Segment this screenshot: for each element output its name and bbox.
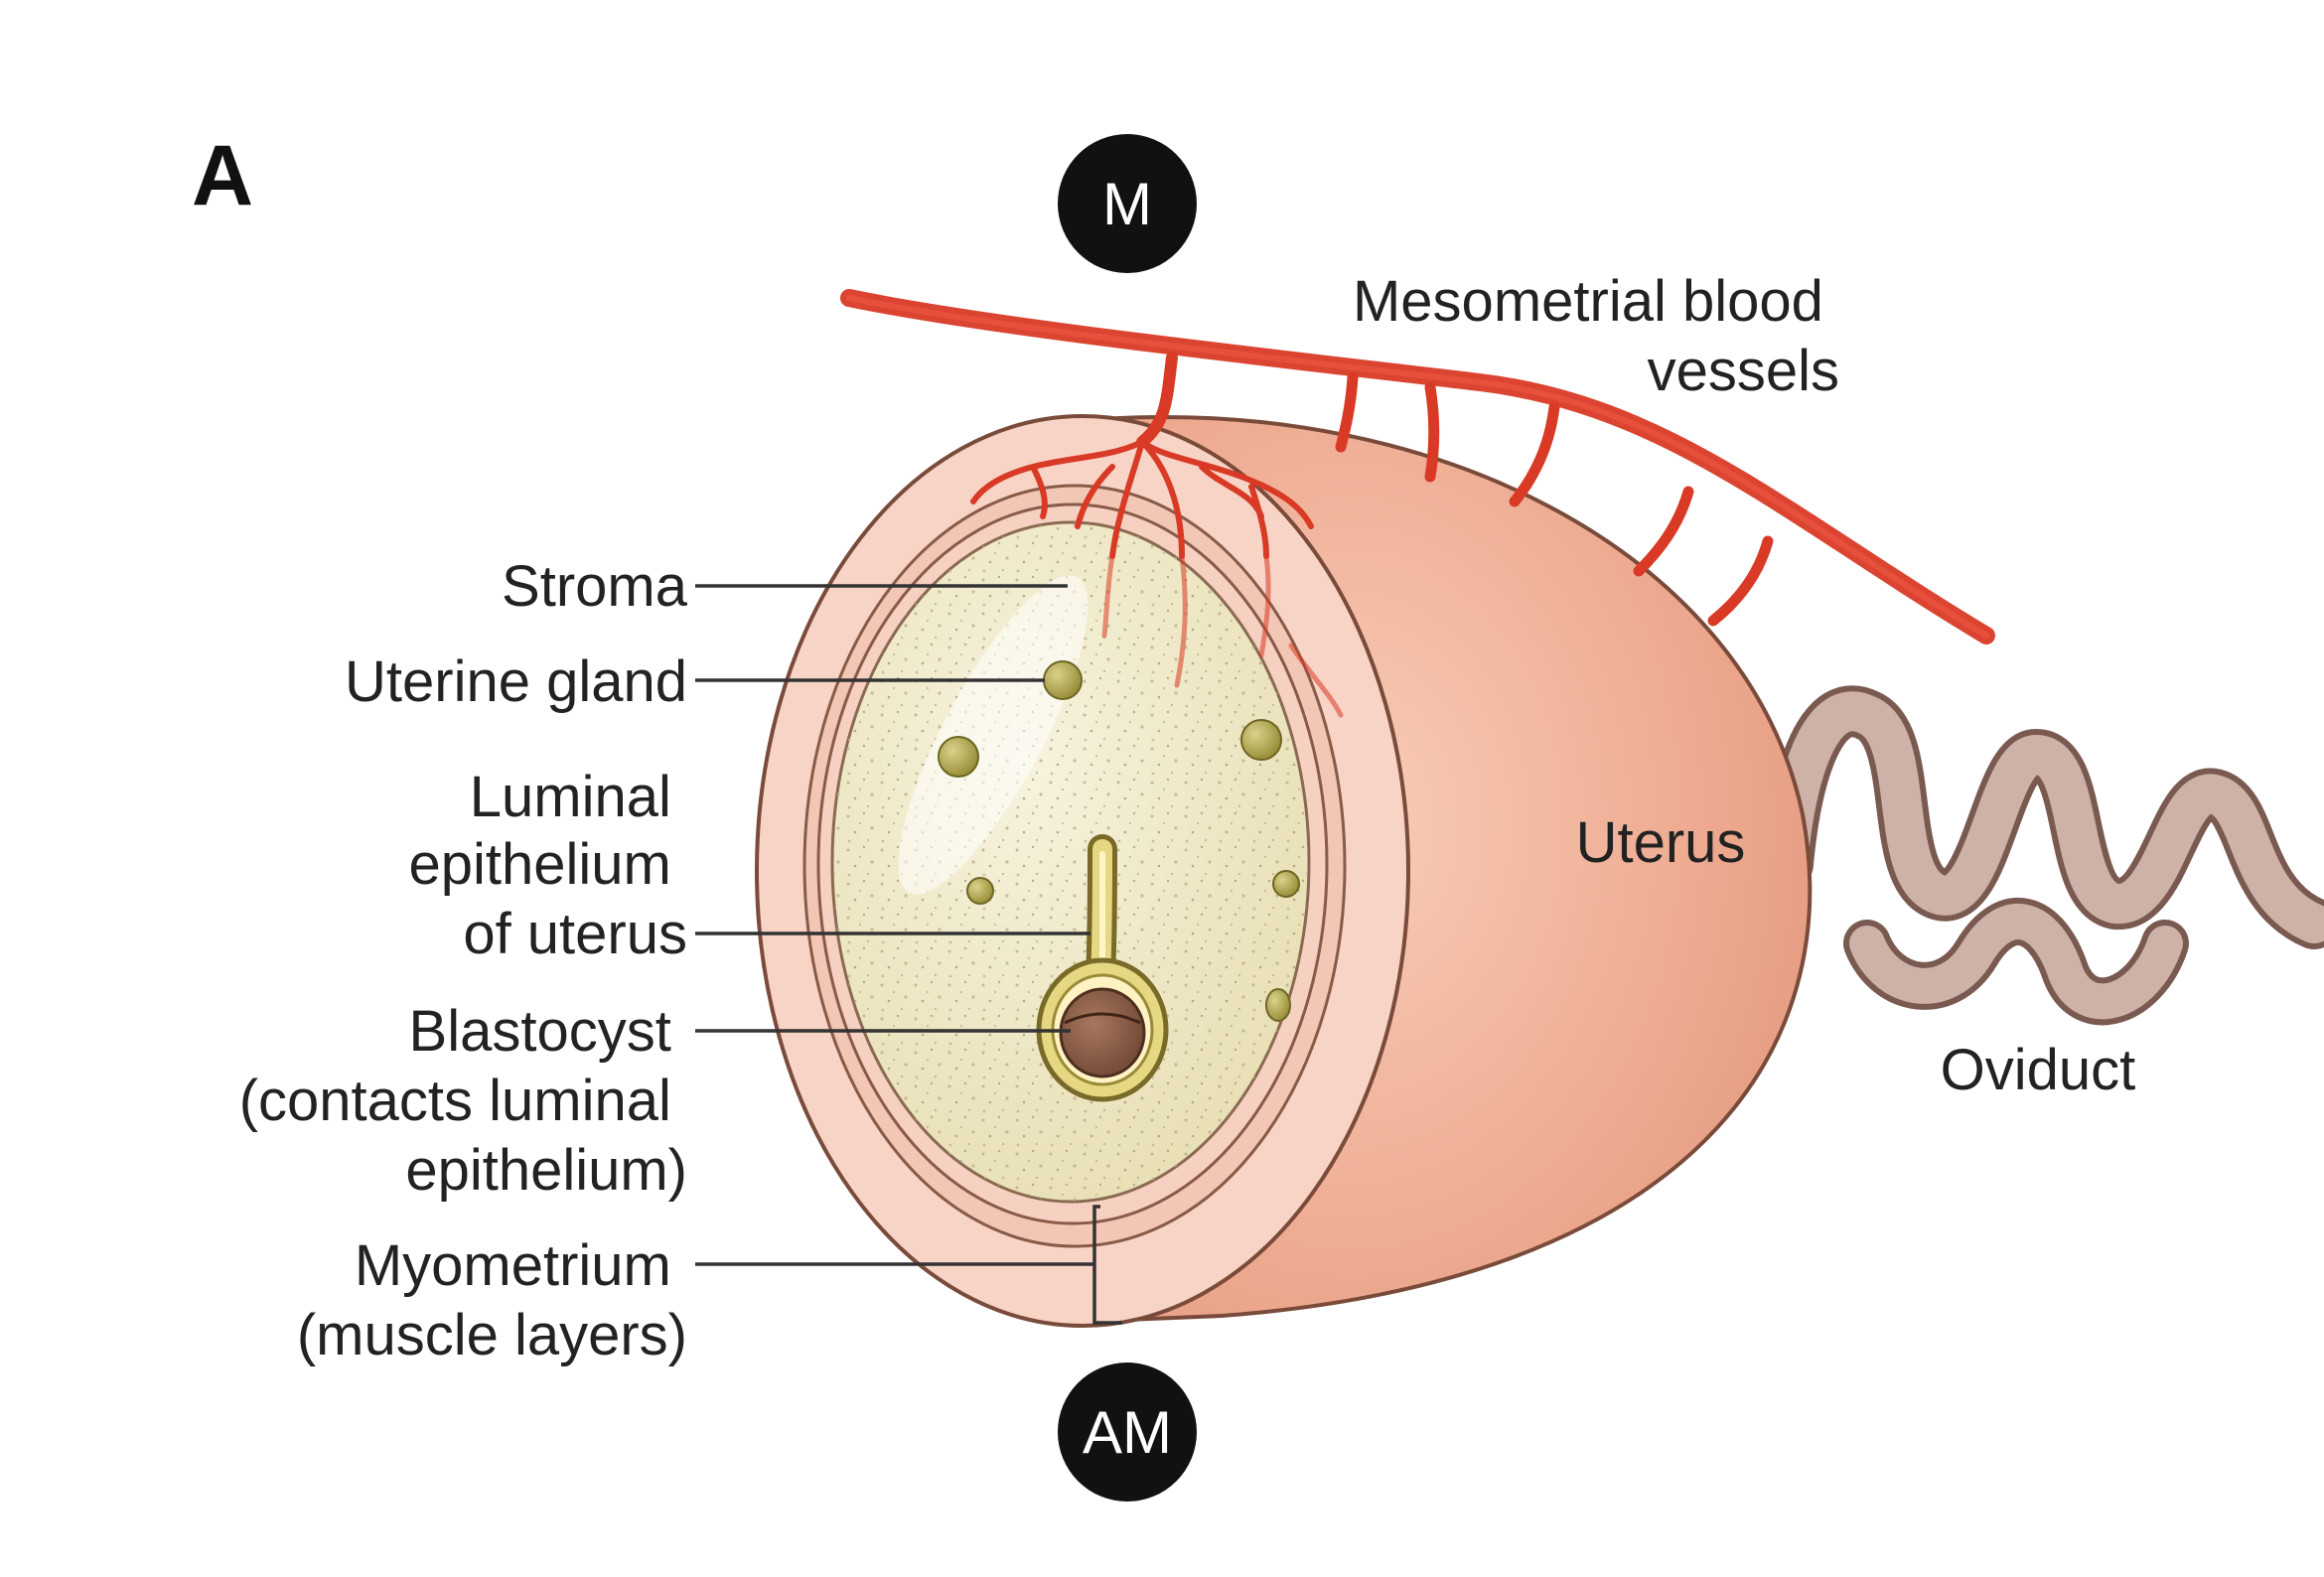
uterine-glands xyxy=(938,660,1300,1022)
antimesometrial-pole-badge: AM xyxy=(1058,1362,1197,1502)
mesometrial-blood-vessels xyxy=(840,289,1995,718)
oviduct-illustration xyxy=(1762,685,2324,1026)
myometrium-label: Myometrium (muscle layers) xyxy=(297,1233,687,1367)
uterus-label: Uterus xyxy=(1576,810,1746,875)
antimesometrial-pole-label: AM xyxy=(1083,1399,1172,1466)
oviduct-label: Oviduct xyxy=(1941,1038,2136,1102)
luminal-epithelium-label: Luminal epithelium of uterus xyxy=(409,765,688,966)
myometrium-bracket xyxy=(1092,1205,1122,1325)
mesometrial-pole-label: M xyxy=(1102,171,1152,237)
stroma-highlight xyxy=(898,575,1089,895)
stroma-label: Stroma xyxy=(502,554,688,619)
blastocyst-label: Blastocyst (contacts luminal epithelium) xyxy=(239,999,687,1203)
panel-label: A xyxy=(192,128,253,223)
uterine-gland-label: Uterine gland xyxy=(345,649,687,714)
blastocyst-illustration xyxy=(1059,987,1146,1078)
mesometrial-pole-badge: M xyxy=(1058,134,1197,273)
mesometrial-vessels-label: Mesometrial blood vessels xyxy=(1353,269,1839,403)
